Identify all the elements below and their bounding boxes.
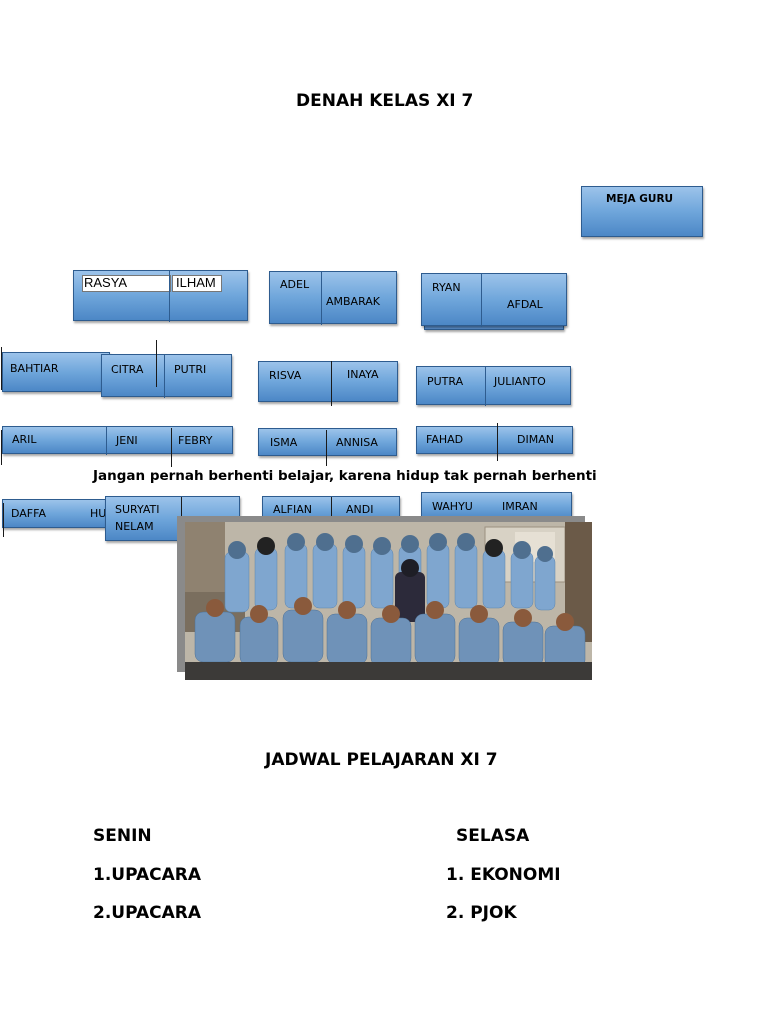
student-putri: PUTRI bbox=[174, 363, 207, 376]
student-hu: HU bbox=[90, 507, 107, 520]
desk-ryan-afdal: RYAN AFDAL bbox=[421, 273, 567, 327]
student-ilham: ILHAM bbox=[176, 275, 216, 290]
schedule-tuesday-item-2: 2. PJOK bbox=[446, 903, 517, 923]
page-title: DENAH KELAS XI 7 bbox=[296, 91, 474, 111]
desk-fahad-diman: FAHAD DIMAN bbox=[416, 426, 573, 454]
student-julianto: JULIANTO bbox=[494, 375, 546, 388]
student-imran: IMRAN bbox=[502, 500, 538, 513]
student-putra: PUTRA bbox=[427, 375, 464, 388]
student-jeni: JENI bbox=[116, 434, 138, 447]
student-ambarak: AMBARAK bbox=[326, 295, 381, 308]
desk-aril-jeni-febry: ARIL JENI FEBRY bbox=[2, 426, 233, 455]
schedule-tuesday-day: SELASA bbox=[456, 826, 530, 846]
desk-bahtiar: BAHTIAR bbox=[2, 352, 110, 392]
student-ryan: RYAN bbox=[432, 281, 461, 294]
motto-text: Jangan pernah berhenti belajar, karena h… bbox=[93, 468, 597, 484]
schedule-title: JADWAL PELAJARAN XI 7 bbox=[265, 750, 498, 770]
schedule-monday-day: SENIN bbox=[93, 826, 152, 846]
student-fahad: FAHAD bbox=[426, 433, 464, 446]
desk-risva-inaya: RISVA INAYA bbox=[258, 361, 398, 402]
student-annisa: ANNISA bbox=[336, 436, 378, 449]
student-aril: ARIL bbox=[12, 433, 37, 446]
teacher-desk: MEJA GURU bbox=[581, 186, 703, 237]
desk-adel-ambarak: ADEL AMBARAK bbox=[269, 271, 397, 325]
class-photo-illustration bbox=[185, 522, 592, 680]
desk-daffa: DAFFA HU bbox=[2, 499, 120, 528]
desk-suryati-nelam: SURYATI NELAM bbox=[105, 496, 240, 541]
student-risva: RISVA bbox=[269, 369, 302, 382]
student-isma: ISMA bbox=[270, 436, 298, 449]
schedule-monday-item-2: 2.UPACARA bbox=[93, 903, 202, 923]
desk-wahyu-imran: WAHYU IMRAN bbox=[421, 492, 572, 520]
student-bahtiar: BAHTIAR bbox=[10, 362, 59, 375]
student-nelam: NELAM bbox=[115, 520, 154, 533]
student-rasya: RASYA bbox=[84, 275, 128, 290]
student-daffa: DAFFA bbox=[11, 507, 46, 520]
student-citra: CITRA bbox=[111, 363, 144, 376]
teacher-desk-label: MEJA GURU bbox=[606, 193, 674, 205]
desk-putra-julianto: PUTRA JULIANTO bbox=[416, 366, 571, 406]
class-photo bbox=[185, 522, 592, 680]
student-adel: ADEL bbox=[280, 278, 310, 291]
desk-rasya-ilham: RASYA ILHAM bbox=[73, 270, 248, 322]
desk-citra-putri: CITRA PUTRI bbox=[101, 354, 232, 398]
student-diman: DIMAN bbox=[517, 433, 554, 446]
desk-isma-annisa: ISMA ANNISA bbox=[258, 428, 397, 456]
student-suryati: SURYATI bbox=[115, 503, 160, 516]
student-wahyu: WAHYU bbox=[432, 500, 473, 513]
student-andi: ANDI bbox=[346, 503, 374, 516]
student-inaya: INAYA bbox=[347, 368, 379, 381]
student-alfian: ALFIAN bbox=[273, 503, 312, 516]
student-afdal: AFDAL bbox=[507, 298, 543, 311]
student-febry: FEBRY bbox=[178, 434, 213, 447]
schedule-monday-item-1: 1.UPACARA bbox=[93, 865, 202, 885]
schedule-tuesday-item-1: 1. EKONOMI bbox=[446, 865, 561, 885]
